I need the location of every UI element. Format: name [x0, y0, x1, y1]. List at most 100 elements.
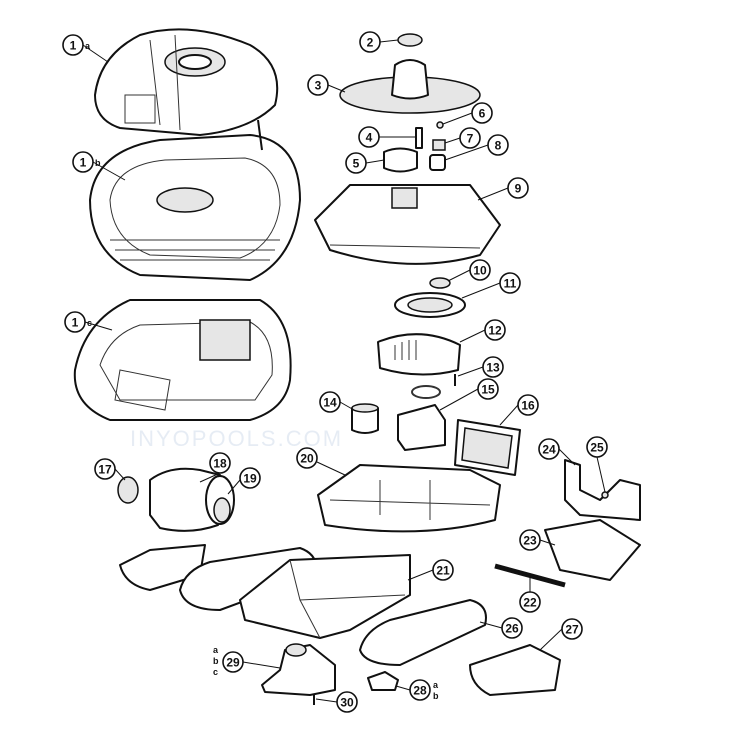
part-10-11-gears: [394, 277, 466, 318]
callout-13: 13: [482, 356, 504, 378]
callout-number: 4: [366, 131, 373, 145]
callout-number: 7: [467, 132, 474, 146]
callout-4: 4: [358, 126, 380, 148]
callout-8: 8: [487, 134, 509, 156]
callout-number: 5: [353, 157, 360, 171]
callout-circle: [239, 467, 261, 489]
callout-number: 8: [495, 139, 502, 153]
callout-number: 14: [323, 396, 337, 410]
callout-circle: [358, 126, 380, 148]
callout-circle: [471, 102, 493, 124]
callout-number: 25: [590, 441, 604, 455]
callout-circle: [519, 529, 541, 551]
part-5-bushing: [383, 147, 418, 173]
callout-circle: [487, 134, 509, 156]
part-15-motor: [397, 404, 446, 451]
part-1a-top-cover: [94, 28, 279, 136]
callout-6: 6: [471, 102, 493, 124]
callout-number: 24: [542, 443, 556, 457]
part-14-magnet: [351, 403, 379, 434]
callout-7: 7: [459, 127, 481, 149]
callout-number: 6: [479, 107, 486, 121]
callout-variant-letters: b: [95, 158, 101, 168]
callout-22: 22: [519, 591, 541, 613]
callout-circle: [296, 447, 318, 469]
callout-circle: [359, 31, 381, 53]
callout-circle: [517, 394, 539, 416]
callout-number: 20: [300, 452, 314, 466]
callout-number: 17: [98, 463, 112, 477]
callout-circle: [459, 127, 481, 149]
callout-circle: [209, 452, 231, 474]
callout-25: 25: [586, 436, 608, 458]
callout-circle: [94, 458, 116, 480]
callout-circle: [499, 272, 521, 294]
callout-23: 23: [519, 529, 541, 551]
callout-number: 10: [473, 264, 487, 278]
callout-circle: [345, 152, 367, 174]
callout-circle: [432, 559, 454, 581]
callout-circle: [222, 651, 244, 673]
part-19-hub: [213, 497, 231, 523]
callout-number: 9: [515, 182, 522, 196]
callout-variant-letters: a: [85, 41, 91, 51]
part-1c-chassis: [73, 299, 292, 421]
watermark: INYOPOOLS.COM: [130, 426, 343, 451]
callout-16: 16: [517, 394, 539, 416]
callout-number: 30: [340, 696, 354, 710]
callout-circle: [482, 356, 504, 378]
callout-circle: [538, 438, 560, 460]
callout-circle: [307, 74, 329, 96]
part-24-25-bracket: [564, 459, 641, 521]
callout-number: 13: [486, 361, 500, 375]
callout-circle: [501, 617, 523, 639]
part-17-gear: [117, 476, 139, 504]
callout-circle: [64, 311, 86, 333]
callout-circle: [561, 618, 583, 640]
part-4-pin: [415, 127, 423, 149]
callout-number: 29: [226, 656, 240, 670]
callout-number: 27: [565, 623, 579, 637]
callout-number: 16: [521, 399, 535, 413]
callout-3: 3: [307, 74, 329, 96]
callout-18: 18: [209, 452, 231, 474]
part-27-end-cap: [469, 644, 561, 696]
callout-number: 1: [70, 39, 77, 53]
callout-circle: [519, 591, 541, 613]
part-20-base: [317, 464, 501, 533]
callout-number: 2: [367, 36, 374, 50]
callout-circle: [62, 34, 84, 56]
callout-24: 24: [538, 438, 560, 460]
callout-circle: [409, 679, 431, 701]
callout-circle: [469, 259, 491, 281]
callout-variant-letters: c: [87, 318, 92, 328]
callout-circle: [484, 319, 506, 341]
callout-number: 1: [72, 316, 79, 330]
part-1b-frame: [89, 119, 301, 281]
callout-number: 3: [315, 79, 322, 93]
callout-number: 15: [481, 383, 495, 397]
part-end-cap: [119, 544, 206, 591]
callout-2: 2: [359, 31, 381, 53]
callout-20: 20: [296, 447, 318, 469]
callout-number: 1: [80, 156, 87, 170]
callout-circle: [507, 177, 529, 199]
callout-number: 22: [523, 596, 537, 610]
part-3-drive-gear: [339, 59, 481, 114]
part-28-clip: [367, 671, 399, 691]
callout-circle: [586, 436, 608, 458]
callout-number: 26: [505, 622, 519, 636]
callout-number: 11: [504, 277, 517, 291]
callout-number: 19: [243, 472, 257, 486]
part-seal-ring: [411, 385, 441, 399]
part-2-gear: [397, 33, 423, 47]
callout-circle: [72, 151, 94, 173]
callout-17: 17: [94, 458, 116, 480]
